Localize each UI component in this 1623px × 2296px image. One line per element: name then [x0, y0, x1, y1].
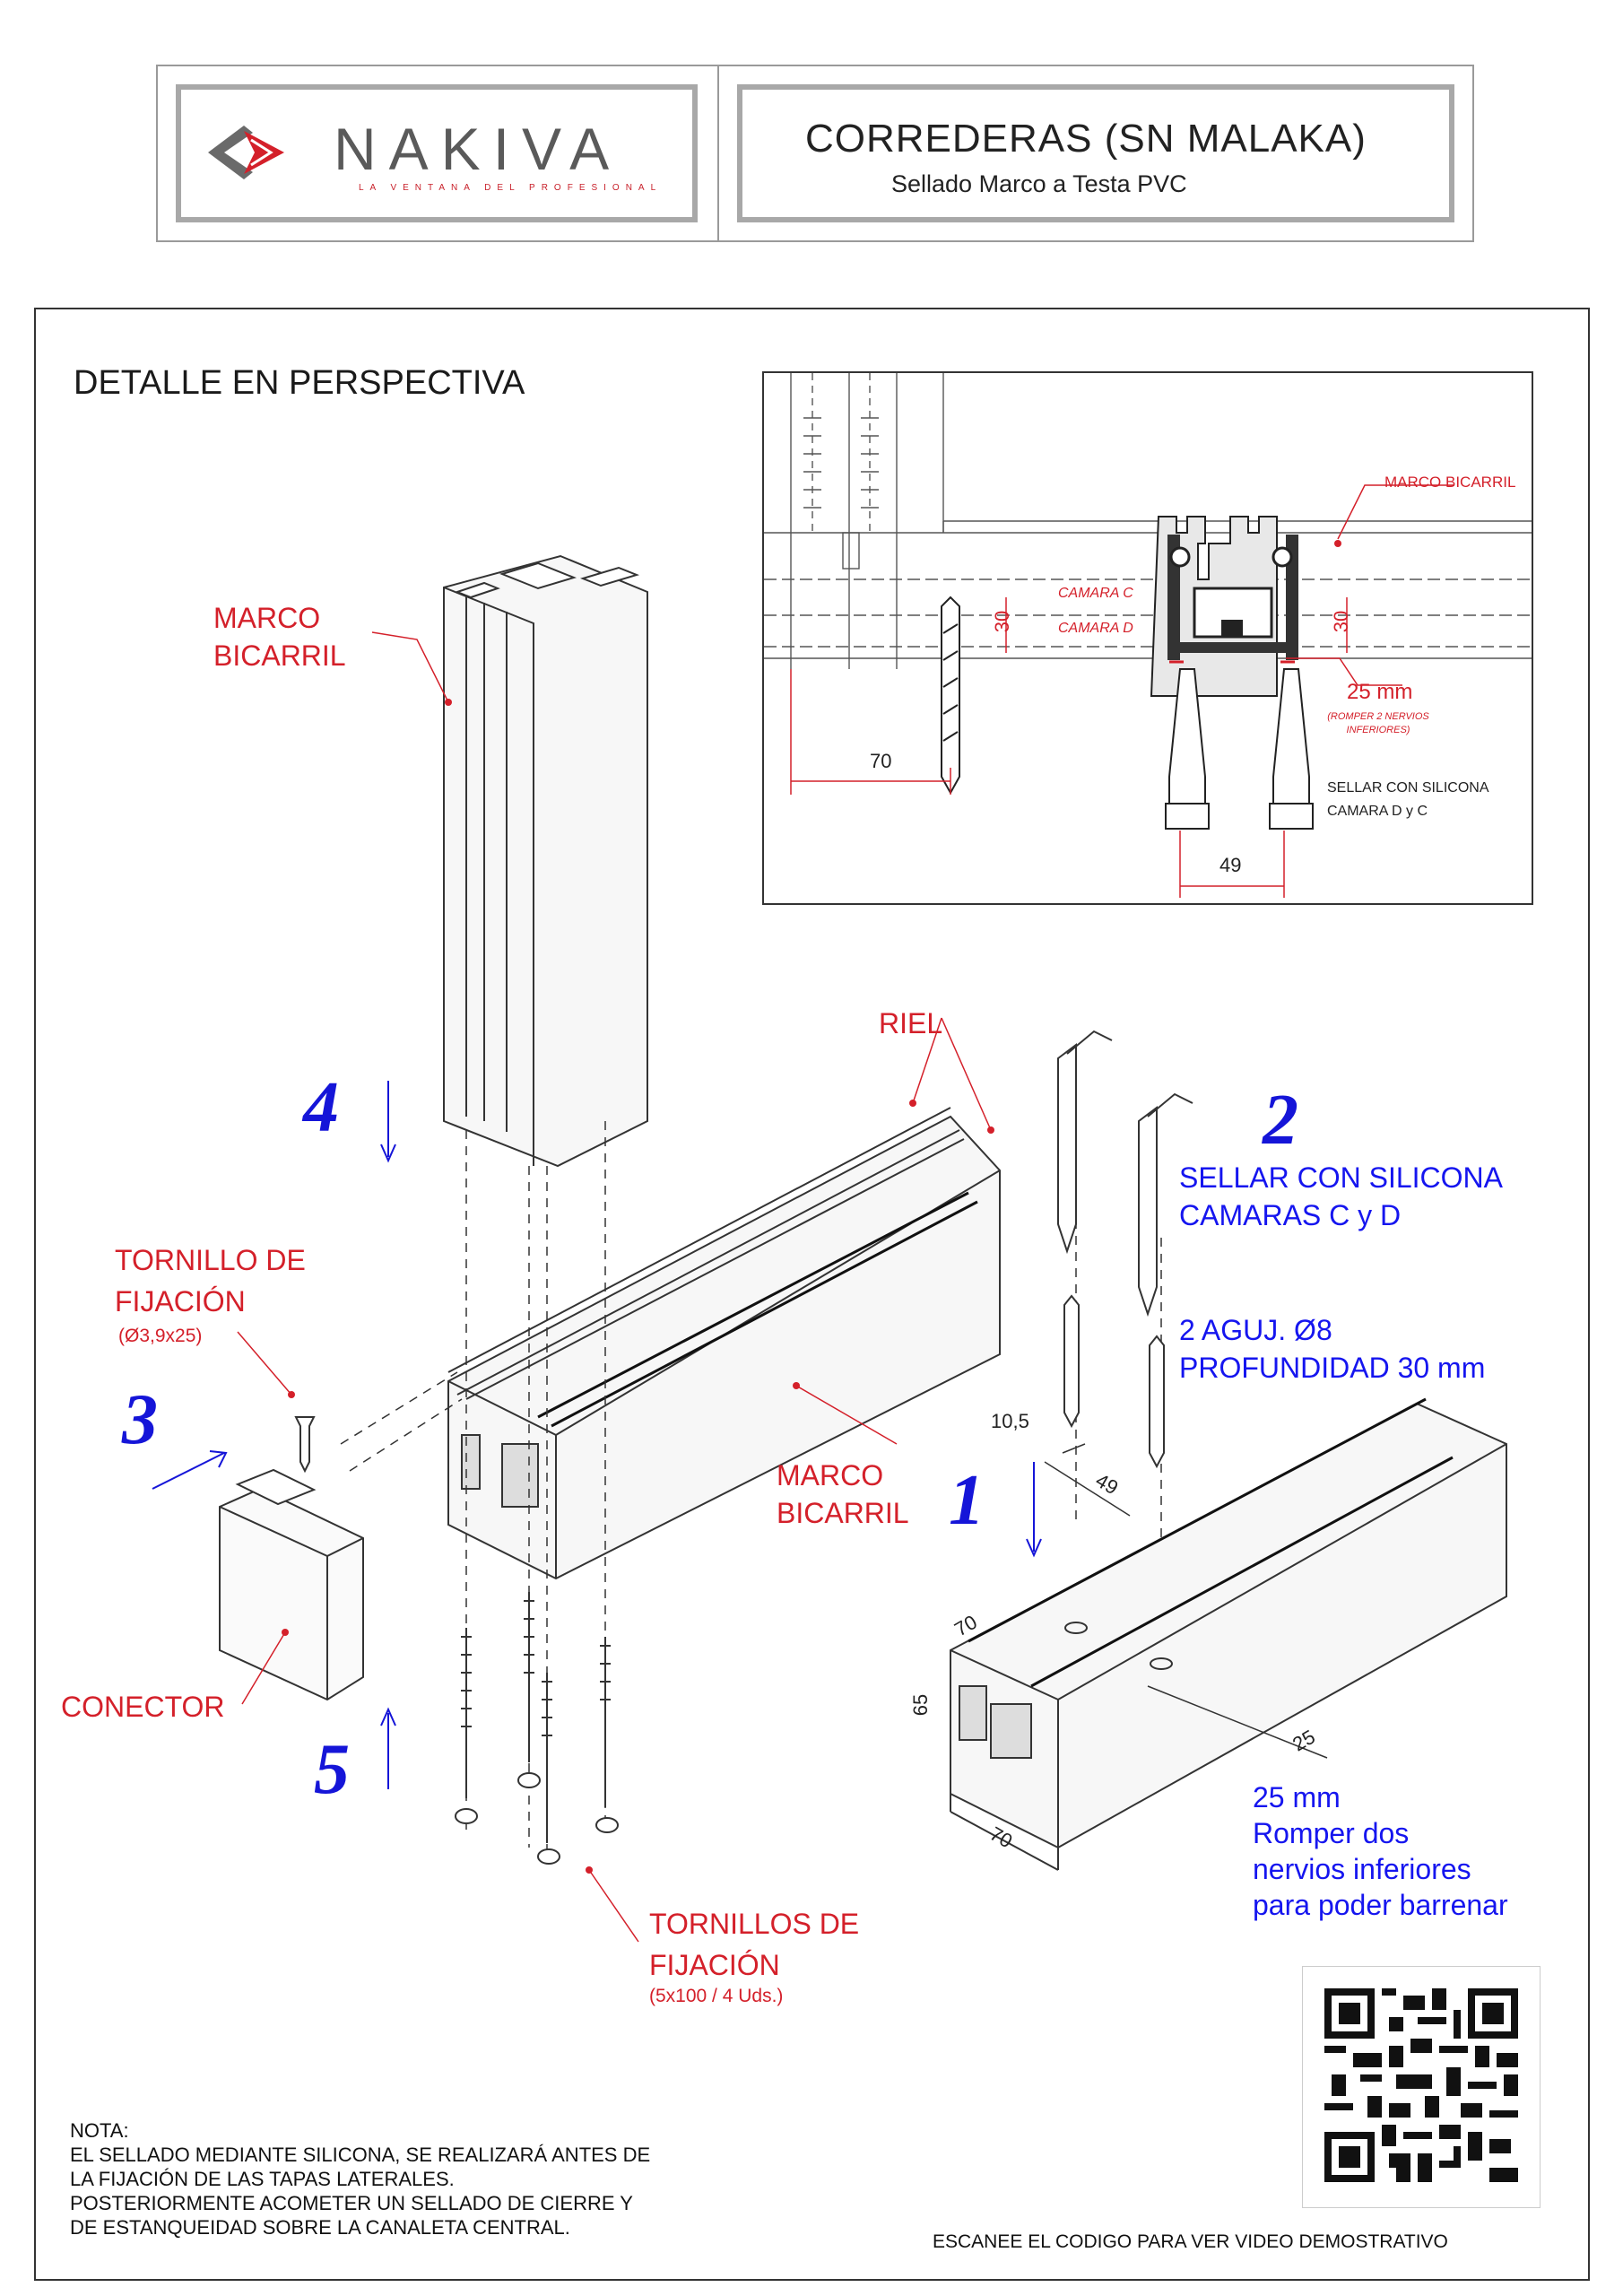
inset-romper-nervios: (ROMPER 2 NERVIOS INFERIORES): [1320, 710, 1436, 737]
scan-instruction: ESCANEE EL CODIGO PARA VER VIDEO DEMOSTR…: [933, 2231, 1448, 2252]
label-marco-bicarril-mid: MARCO BICARRIL: [777, 1457, 909, 1532]
note-line-1: EL SELLADO MEDIANTE SILICONA, SE REALIZA…: [70, 2144, 651, 2166]
label-tornillo-spec: (Ø3,9x25): [118, 1326, 203, 1346]
inset-label-marco-bicarril: MARCO BICARRIL: [1384, 474, 1516, 491]
instruction-sellar-line2: CAMARAS C y D: [1179, 1199, 1402, 1231]
dim-10-5: 10,5: [991, 1410, 1029, 1432]
step-1: 1: [949, 1461, 985, 1540]
qr-code-frame: [1302, 1966, 1541, 2208]
label-marco-bicarril-top: MARCO BICARRIL: [213, 599, 346, 674]
inset-label-camara-d: CAMARA D: [1058, 621, 1133, 636]
main-frame: [34, 308, 1590, 2281]
label-riel: RIEL: [879, 1007, 943, 1039]
inset-dim-49: 49: [1219, 854, 1242, 876]
inset-dim-25mm: 25 mm: [1347, 680, 1413, 704]
section-detail-inset: MARCO BICARRIL CAMARA C CAMARA D 30 30 2…: [762, 371, 1533, 905]
document-title: CORREDERAS (SN MALAKA): [805, 117, 1367, 161]
document-subtitle: Sellado Marco a Testa PVC: [891, 170, 1187, 197]
step-5: 5: [314, 1730, 350, 1809]
section-title: DETALLE EN PERSPECTIVA: [74, 364, 525, 402]
inset-label-camara-c: CAMARA C: [1058, 586, 1133, 601]
inset-dim-70: 70: [870, 750, 892, 772]
nakiva-logo-icon: [208, 126, 284, 179]
label-tornillos-spec: (5x100 / 4 Uds.): [649, 1986, 784, 2006]
instruction-agujeros-line2: PROFUNDIDAD 30 mm: [1179, 1352, 1486, 1384]
note-line-2: LA FIJACIÓN DE LAS TAPAS LATERALES.: [70, 2168, 455, 2190]
label-marco-bicarril-mid-line1: MARCO: [777, 1459, 884, 1492]
label-tornillo-line1: TORNILLO DE: [115, 1244, 306, 1276]
step-3: 3: [122, 1380, 158, 1459]
label-tornillos-fijacion: TORNILLOS DE FIJACIÓN: [649, 1903, 859, 1986]
header-frame: [156, 65, 1474, 242]
inset-sellar-line1: SELLAR CON SILICONA: [1327, 780, 1489, 796]
label-conector: CONECTOR: [61, 1691, 225, 1723]
label-tornillo-fijacion: TORNILLO DE FIJACIÓN: [115, 1239, 306, 1322]
instruction-sellar: SELLAR CON SILICONA CAMARAS C y D: [1179, 1159, 1503, 1234]
inset-romper-line2: INFERIORES): [1346, 725, 1410, 735]
label-tornillos-line2: FIJACIÓN: [649, 1949, 780, 1981]
label-tornillo-line2: FIJACIÓN: [115, 1285, 246, 1318]
dim-65: 65: [909, 1693, 933, 1717]
instruction-sellar-line1: SELLAR CON SILICONA: [1179, 1161, 1503, 1194]
label-marco-bicarril-mid-line2: BICARRIL: [777, 1497, 909, 1529]
instruction-romper-line1: 25 mm: [1253, 1781, 1341, 1813]
instruction-romper-line2: Romper dos: [1253, 1817, 1410, 1849]
note-block: NOTA: EL SELLADO MEDIANTE SILICONA, SE R…: [70, 2118, 650, 2239]
instruction-romper-line4: para poder barrenar: [1253, 1889, 1508, 1921]
instruction-agujeros: 2 AGUJ. Ø8 PROFUNDIDAD 30 mm: [1179, 1311, 1485, 1387]
qr-code-icon[interactable]: [1324, 1988, 1518, 2182]
inset-sellar-line2: CAMARA D y C: [1327, 804, 1428, 819]
header-divider: [717, 65, 719, 242]
brand-name: NAKIVA: [334, 116, 622, 182]
logo-box: NAKIVA LA VENTANA DEL PROFESIONAL: [176, 84, 698, 222]
title-box: CORREDERAS (SN MALAKA) Sellado Marco a T…: [737, 84, 1454, 222]
instruction-romper: 25 mm Romper dos nervios inferiores para…: [1253, 1779, 1508, 1923]
step-2: 2: [1263, 1081, 1298, 1160]
section-drawing: [764, 373, 1532, 898]
note-line-3: POSTERIORMENTE ACOMETER UN SELLADO DE CI…: [70, 2192, 633, 2214]
label-marco-bicarril-top-line2: BICARRIL: [213, 639, 346, 672]
instruction-romper-line3: nervios inferiores: [1253, 1853, 1471, 1885]
note-heading: NOTA:: [70, 2119, 129, 2142]
inset-romper-line1: (ROMPER 2 NERVIOS: [1327, 711, 1429, 722]
note-line-4: DE ESTANQUEIDAD SOBRE LA CANALETA CENTRA…: [70, 2216, 570, 2239]
step-4: 4: [303, 1068, 339, 1147]
instruction-agujeros-line1: 2 AGUJ. Ø8: [1179, 1314, 1332, 1346]
label-tornillos-line1: TORNILLOS DE: [649, 1908, 860, 1940]
label-marco-bicarril-top-line1: MARCO: [213, 602, 321, 634]
inset-sellar-note: SELLAR CON SILICONA CAMARA D y C: [1327, 777, 1489, 823]
brand-tagline: LA VENTANA DEL PROFESIONAL: [359, 183, 663, 193]
